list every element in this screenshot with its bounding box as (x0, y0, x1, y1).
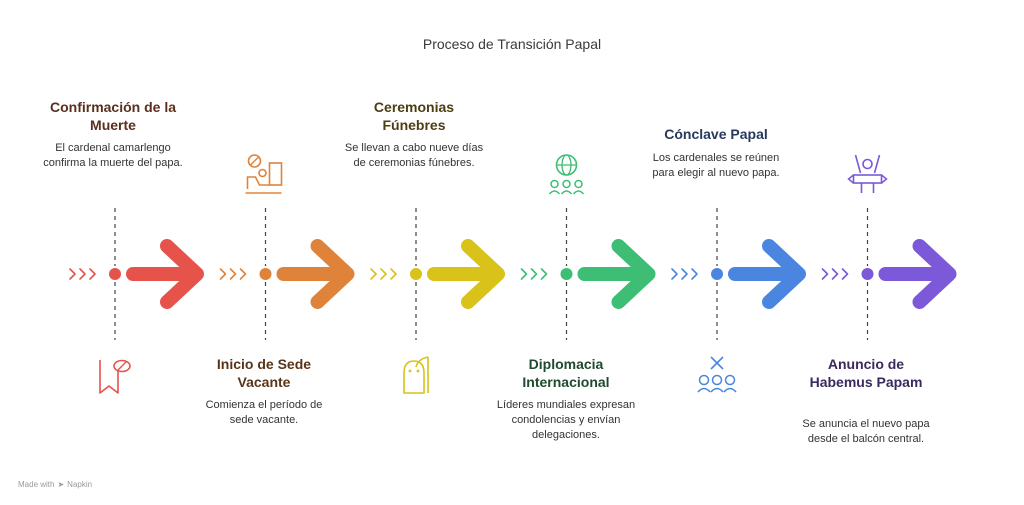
step-3-chevron (380, 268, 387, 280)
step-4-chevron (530, 268, 538, 280)
step-6-heading: Anuncio de Habemus Papam (809, 356, 923, 390)
step-3-dot (410, 268, 422, 280)
step-4-arrow-head (611, 239, 656, 309)
step-1-chevron (89, 268, 96, 280)
step-2-chevron (219, 268, 227, 280)
step-6-dot (861, 268, 874, 280)
step-2-chevron (239, 268, 247, 280)
step-2-heading: Inicio de Sede Vacante (216, 356, 312, 390)
step-3-description: Se llevan a cabo nueve días de ceremonia… (344, 142, 484, 169)
step-4-heading: Diplomacia Internacional (522, 356, 610, 390)
step-6-description: Se anuncia el nuevo papa desde el balcón… (802, 418, 930, 445)
step-3-chevron (390, 268, 397, 280)
step-3-arrow-head (461, 239, 505, 309)
step-2-arrow-head (310, 239, 355, 309)
step-1-description: El cardenal camarlengo confirma la muert… (43, 142, 183, 169)
step-4-description: Líderes mundiales expresan condolencias … (496, 399, 636, 441)
step-2-chevron (229, 268, 237, 280)
step-2-dot (259, 268, 272, 280)
step-5-chevron (691, 268, 698, 280)
napkin-logo-icon: ➤ (57, 480, 65, 489)
step-4-dot (560, 268, 573, 280)
step-6-arrow-head (912, 239, 957, 309)
bookmark-search-icon (99, 359, 131, 394)
step-5-dot (711, 268, 723, 280)
made-with-label: Made with (18, 480, 55, 489)
napkin-brand: Napkin (67, 480, 93, 489)
step-6-chevron (841, 268, 849, 280)
step-3-chevron (370, 268, 377, 280)
group-vote-icon (697, 356, 737, 393)
napkin-watermark: Made with ➤ Napkin (18, 480, 92, 489)
step-1-chevron (79, 268, 86, 280)
step-4-chevron (520, 268, 528, 280)
step-6-chevron (821, 268, 829, 280)
step-5-chevron (671, 268, 678, 280)
step-3-heading: Ceremonias Fúnebres (373, 99, 455, 133)
diagram-title: Proceso de Transición Papal (422, 36, 602, 52)
person-desk-icon (245, 154, 283, 194)
step-5-chevron (681, 268, 688, 280)
step-5-arrow-head (762, 239, 806, 309)
step-4-chevron (540, 268, 548, 280)
step-2-description: Comienza el período de sede vacante. (205, 399, 323, 426)
step-1-dot (109, 268, 121, 280)
grim-reaper-icon (403, 356, 429, 394)
step-1-chevron (69, 268, 76, 280)
celebrate-banner-icon (847, 154, 888, 193)
step-6-chevron (831, 268, 839, 280)
globe-people-icon (548, 154, 585, 195)
step-5-heading: Cónclave Papal (664, 126, 768, 142)
step-5-description: Los cardenales se reúnen para elegir al … (652, 152, 780, 179)
step-1-arrow-head (160, 239, 204, 309)
step-1-heading: Confirmación de la Muerte (49, 99, 177, 133)
